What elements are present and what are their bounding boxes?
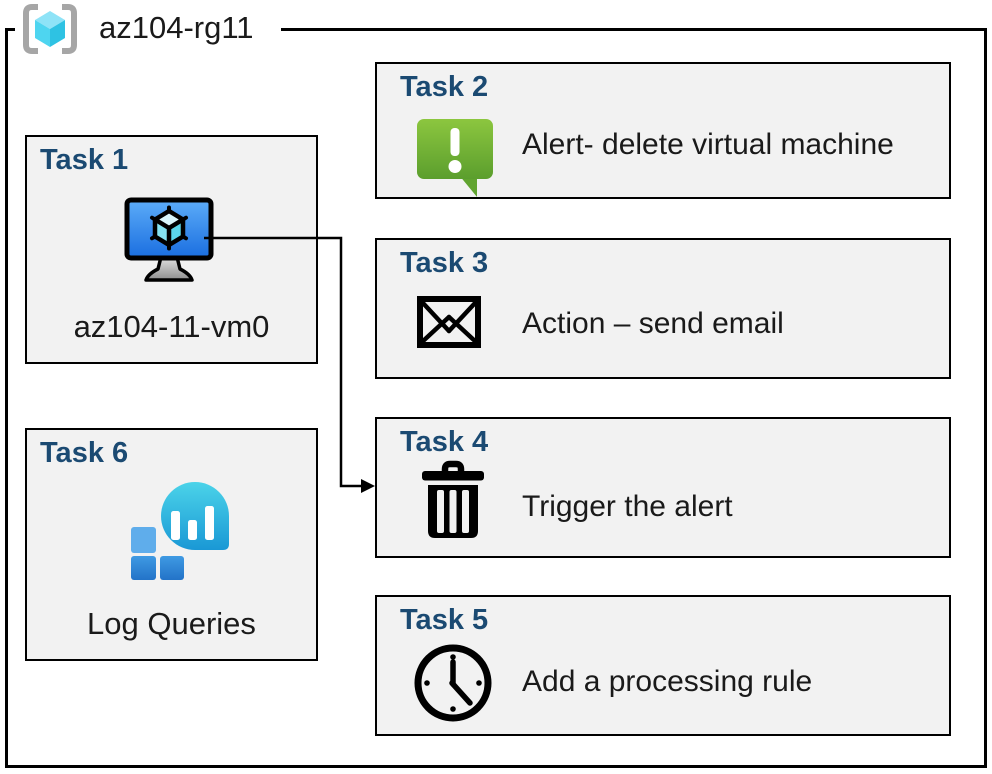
trash-icon (422, 460, 484, 538)
email-icon (417, 296, 481, 348)
task6-box: Task 6 Log Queries (25, 428, 318, 661)
resource-group-label: az104-rg11 (99, 10, 254, 45)
log-queries-icon (131, 482, 229, 580)
task2-box: Task 2 Alert- delete virtual machine (375, 62, 951, 199)
task3-box: Task 3 Action – send email (375, 238, 951, 379)
task4-box: Task 4 Trigger the alert (375, 417, 951, 558)
task5-label: Add a processing rule (522, 665, 813, 698)
task5-title: Task 5 (400, 604, 489, 636)
clock-icon (414, 644, 492, 722)
task1-label: az104-11-vm0 (73, 309, 270, 344)
resource-group-icon (23, 4, 77, 54)
virtual-machine-icon (124, 197, 214, 282)
task1-box: Task 1 az104-11-vm0 (25, 135, 318, 364)
task6-label: Log Queries (87, 606, 256, 641)
task3-label: Action – send email (522, 307, 784, 340)
task4-title: Task 4 (400, 426, 489, 458)
task5-box: Task 5 Add a processing rule (375, 595, 951, 736)
task2-label: Alert- delete virtual machine (522, 128, 894, 161)
task6-title: Task 6 (40, 437, 129, 469)
task4-label: Trigger the alert (522, 490, 733, 523)
task1-title: Task 1 (40, 144, 129, 176)
task2-title: Task 2 (400, 71, 489, 103)
task3-title: Task 3 (400, 247, 489, 279)
alert-icon (417, 119, 493, 197)
